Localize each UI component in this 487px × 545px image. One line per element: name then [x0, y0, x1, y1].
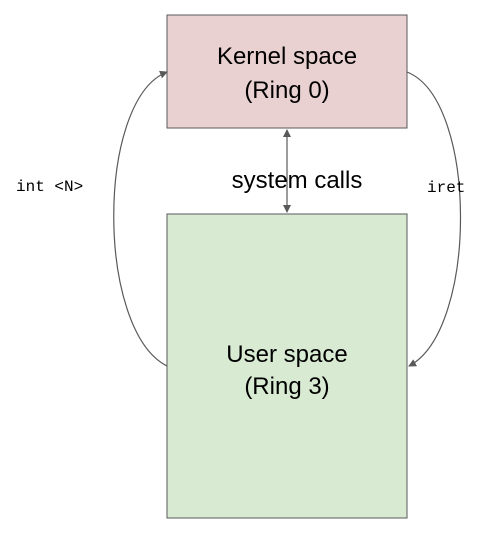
iret-arrow: [406, 71, 462, 367]
iret-label: iret: [427, 179, 465, 197]
kernel-ring-label: (Ring 0): [244, 77, 329, 104]
int-arrow: [113, 70, 168, 367]
user-space-box: User space (Ring 3): [166, 213, 408, 519]
kernel-space-rect: [166, 14, 408, 129]
user-space-rect: [166, 213, 408, 519]
kernel-space-label: Kernel space: [217, 43, 357, 70]
int-label: int <N>: [16, 178, 83, 196]
system-calls-label: system calls: [232, 167, 363, 194]
user-space-label: User space: [226, 341, 347, 368]
kernel-space-box: Kernel space (Ring 0): [166, 14, 408, 129]
user-ring-label: (Ring 3): [244, 373, 329, 400]
